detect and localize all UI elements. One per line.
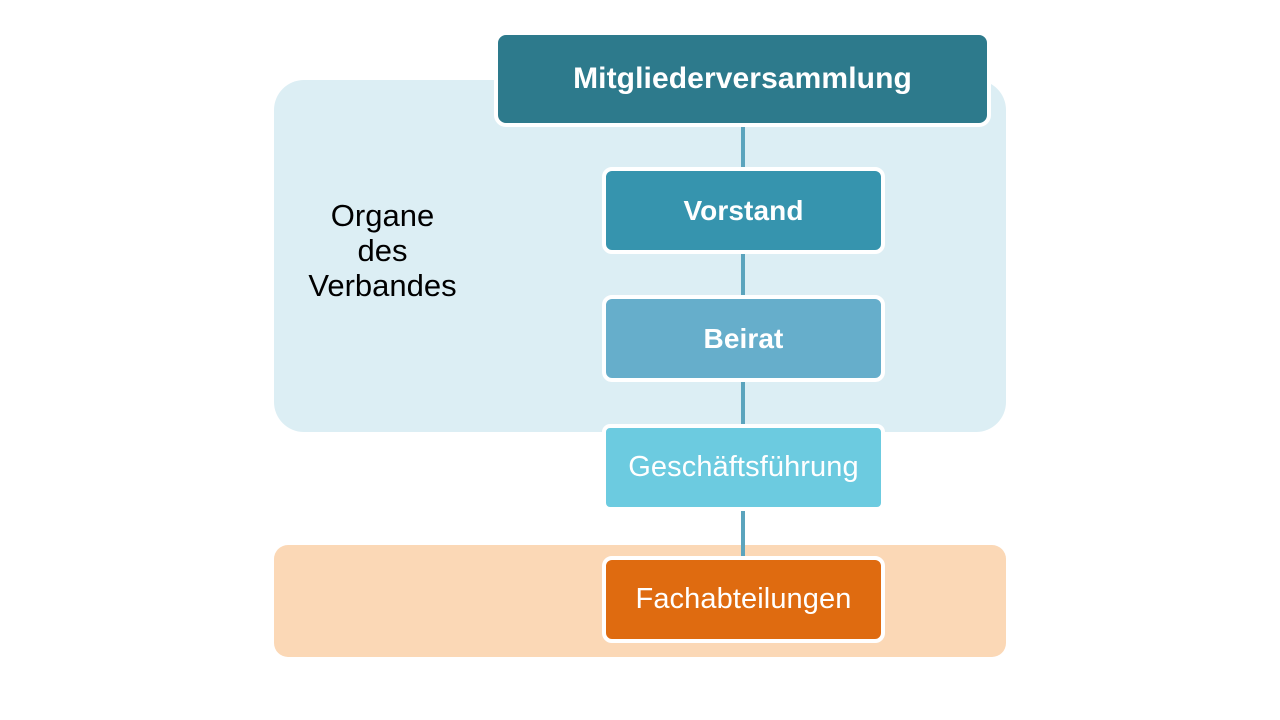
connector-beirat-to-geschaeftsfuehrung: [741, 376, 745, 426]
connector-vorstand-to-beirat: [741, 248, 745, 300]
node-vorstand[interactable]: Vorstand: [602, 167, 885, 254]
node-mitgliederversammlung[interactable]: Mitgliederversammlung: [494, 31, 991, 127]
connector-geschaeftsfuehrung-to-fachabteilungen: [741, 505, 745, 557]
node-geschaeftsfuehrung[interactable]: Geschäftsführung: [602, 424, 885, 511]
group-label-organe: Organe des Verbandes: [308, 198, 457, 303]
connector-mv-to-vorstand: [741, 120, 745, 172]
node-fachabteilungen[interactable]: Fachabteilungen: [602, 556, 885, 643]
node-beirat[interactable]: Beirat: [602, 295, 885, 382]
